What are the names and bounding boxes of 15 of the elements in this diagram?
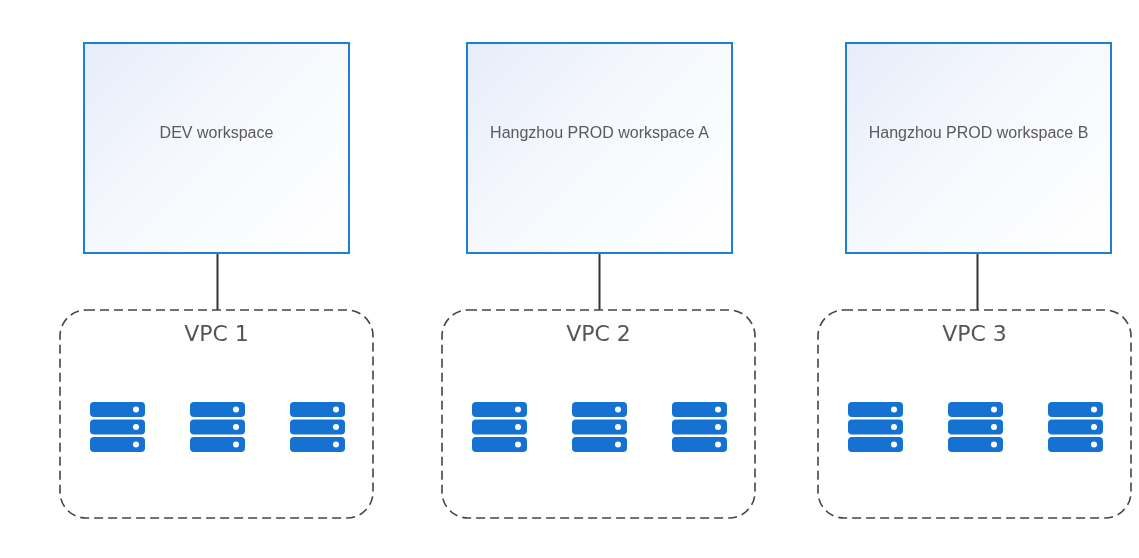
vpc-group bbox=[817, 309, 1132, 519]
connector-line bbox=[976, 253, 979, 311]
workspace-box bbox=[83, 42, 350, 254]
workspace-label: Hangzhou PROD workspace A bbox=[490, 124, 709, 142]
workspace-label: Hangzhou PROD workspace B bbox=[868, 124, 1089, 142]
vpc-label: VPC 3 bbox=[942, 321, 1007, 346]
workspace-box bbox=[466, 42, 733, 254]
vpc-label: VPC 1 bbox=[184, 321, 249, 346]
workspace-label: DEV workspace bbox=[159, 124, 274, 142]
workspace-box bbox=[845, 42, 1112, 254]
vpc-group bbox=[441, 309, 756, 519]
vpc-label: VPC 2 bbox=[566, 321, 631, 346]
connector-line bbox=[216, 253, 219, 311]
vpc-group bbox=[59, 309, 374, 519]
connector-line bbox=[598, 253, 601, 311]
